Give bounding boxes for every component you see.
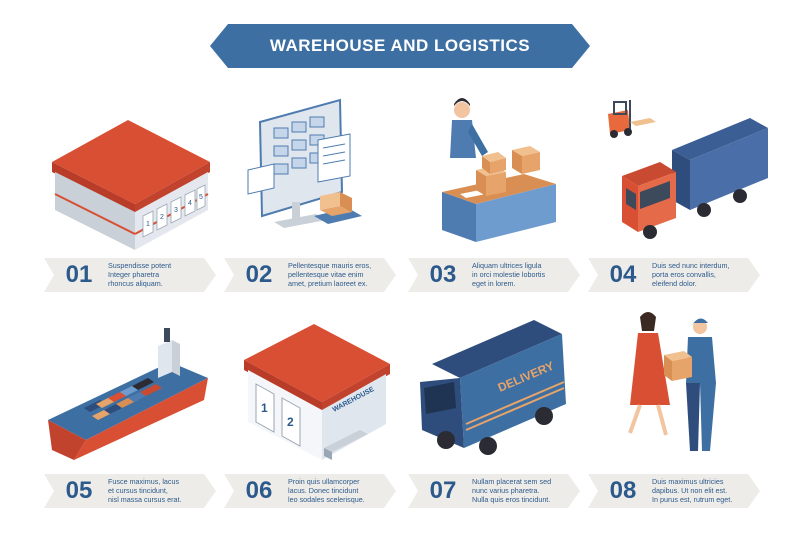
svg-text:4: 4 [188,200,192,207]
truck-forklift-icon [600,92,780,252]
banner-shape [210,24,590,68]
step-number: 04 [609,261,637,288]
step-number: 02 [245,261,273,288]
page-title: WAREHOUSE AND LOGISTICS [269,36,531,55]
step-number: 08 [609,477,637,504]
step-number: 07 [429,477,457,504]
header-banner: WAREHOUSE AND LOGISTICS [210,24,590,68]
step-number: 05 [65,477,93,504]
step-number: 06 [245,477,273,504]
svg-text:5: 5 [199,194,203,201]
svg-text:1: 1 [261,401,268,415]
parcel-handover-icon [600,305,780,465]
delivery-van-icon: DELIVERY [410,312,590,472]
step-description: Pellentesque mauris eros,pellentesque vi… [288,261,372,288]
forklift [608,100,656,138]
step-description: Duis sed nunc interdum,porta eros conval… [652,261,730,288]
step-card-02: 02 Pellentesque mauris eros,pellentesque… [224,258,396,292]
step-card-04: 04 Duis sed nunc interdum,porta eros con… [588,258,760,292]
svg-text:3: 3 [174,207,178,214]
step-number: 01 [65,261,93,288]
inventory-monitor-icon [230,92,410,252]
step-number: 03 [429,261,457,288]
svg-text:2: 2 [287,415,294,429]
cargo-ship-icon [40,312,220,472]
svg-text:2: 2 [160,214,164,221]
packing-worker-icon [420,92,600,252]
svg-text:1: 1 [146,221,150,228]
